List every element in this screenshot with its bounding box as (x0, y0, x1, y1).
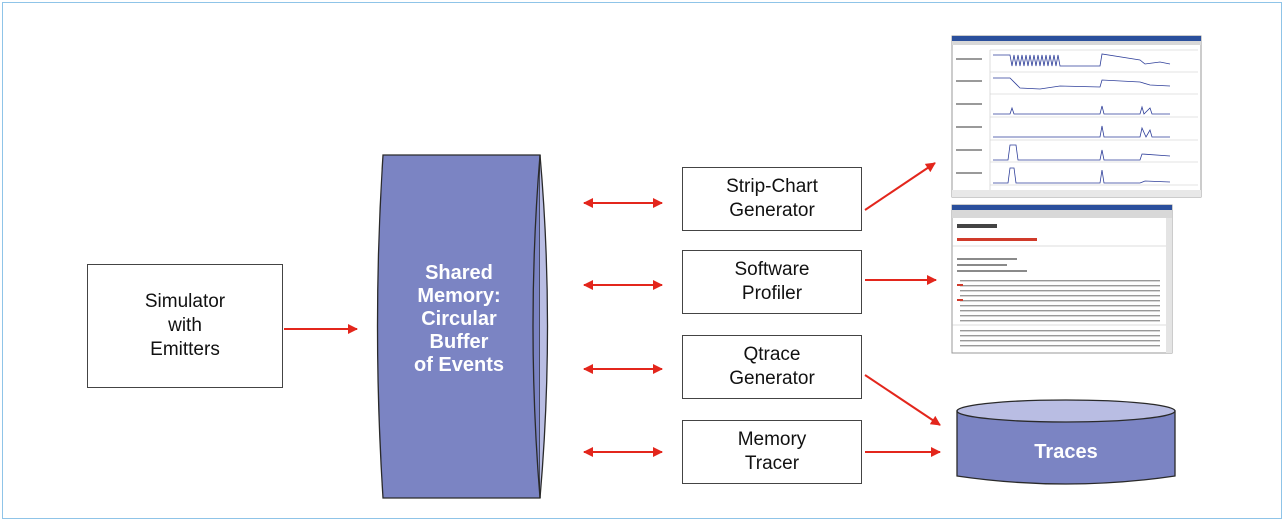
shared-memory-cylinder (376, 154, 549, 499)
arrows (284, 162, 941, 457)
strip-chart-generator-box: Strip-Chart Generator (682, 167, 862, 231)
simulator-box: Simulator with Emitters (87, 264, 283, 388)
software-profiler-box: Software Profiler (682, 250, 862, 314)
arrow-stripchart-to-screenshot (864, 162, 936, 211)
memory-tracer-box: Memory Tracer (682, 420, 862, 484)
traces-label: Traces (1034, 441, 1098, 463)
shared-memory-label: Shared Memory: Circular Buffer of Events (413, 262, 505, 376)
traces-cylinder (956, 399, 1176, 485)
arrow-qtrace-to-traces (864, 374, 941, 426)
strip-chart-screenshot (951, 35, 1202, 198)
profiler-screenshot (951, 204, 1173, 354)
qtrace-generator-box: Qtrace Generator (682, 335, 862, 399)
